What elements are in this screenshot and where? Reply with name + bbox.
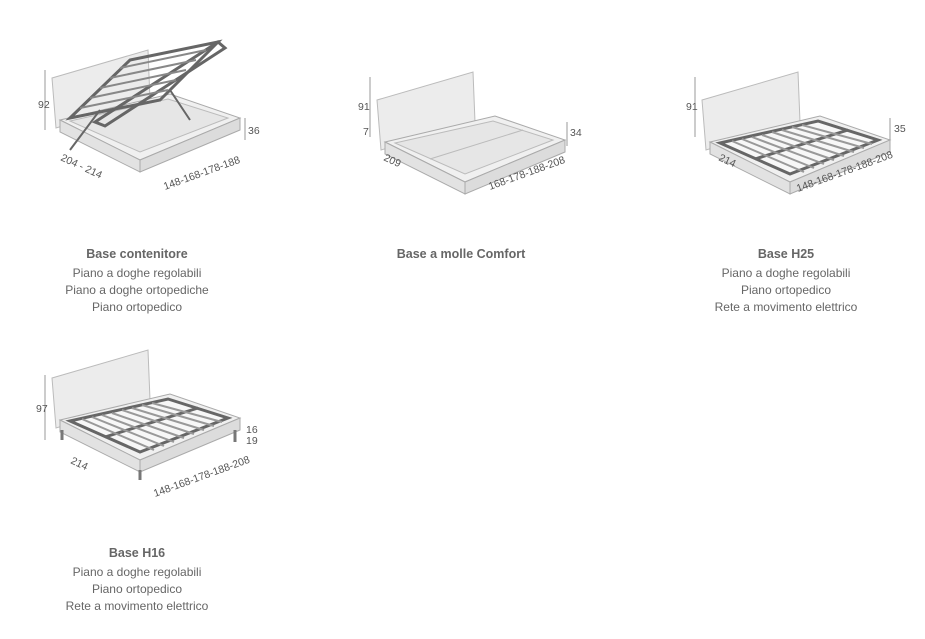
product-card-base-contenitore: Base contenitore Piano a doghe regolabil… [7,243,267,316]
bed-illustration-base-h25: 91 35 214 148-168-178-188-208 [686,71,906,195]
dim-length: 204 - 214 [59,152,104,182]
dim-width: 148-168-178-188 [162,154,242,193]
feature-item: Rete a movimento elettrico [65,599,209,613]
dim-height: 91 [358,101,370,113]
feature-item: Piano a doghe ortopediche [65,283,209,297]
bed-illustration-base-contenitore: 92 36 204 - 214 148-168-178-188 [38,39,260,193]
product-title: Base H16 [108,546,166,560]
dim-height: 92 [38,99,50,111]
dim-base-height: 36 [248,125,260,137]
product-title: Base contenitore [86,247,188,261]
product-card-base-h16: Base H16 Piano a doghe regolabili Piano … [7,542,267,615]
bed-illustration-base-h16: 97 16 19 214 148-168-178-188-208 [36,349,258,500]
feature-item: Piano a doghe regolabili [721,266,851,280]
dim-base-height: 34 [570,127,582,139]
dim-height: 97 [36,403,48,415]
product-title: Base a molle Comfort [396,247,526,261]
feature-item: Piano ortopedico [91,300,183,314]
dim-base-height: 35 [894,123,906,135]
dim-base-height: 16 [246,424,258,436]
product-title: Base H25 [757,247,815,261]
product-card-base-h25: Base H25 Piano a doghe regolabili Piano … [656,243,916,316]
feature-item: Piano ortopedico [740,283,832,297]
dim-leg-height: 19 [246,435,258,447]
feature-item: Piano ortopedico [91,582,183,596]
dim-length: 214 [69,455,90,473]
product-card-base-molle-comfort: Base a molle Comfort [331,243,591,265]
dim-leg-height: 7 [363,126,369,138]
feature-item: Piano a doghe regolabili [72,565,202,579]
bed-illustration-base-molle-comfort: 91 7 34 209 168-178-188-208 [358,71,582,195]
feature-item: Piano a doghe regolabili [72,266,202,280]
dim-height: 91 [686,101,698,113]
feature-item: Rete a movimento elettrico [714,300,858,314]
